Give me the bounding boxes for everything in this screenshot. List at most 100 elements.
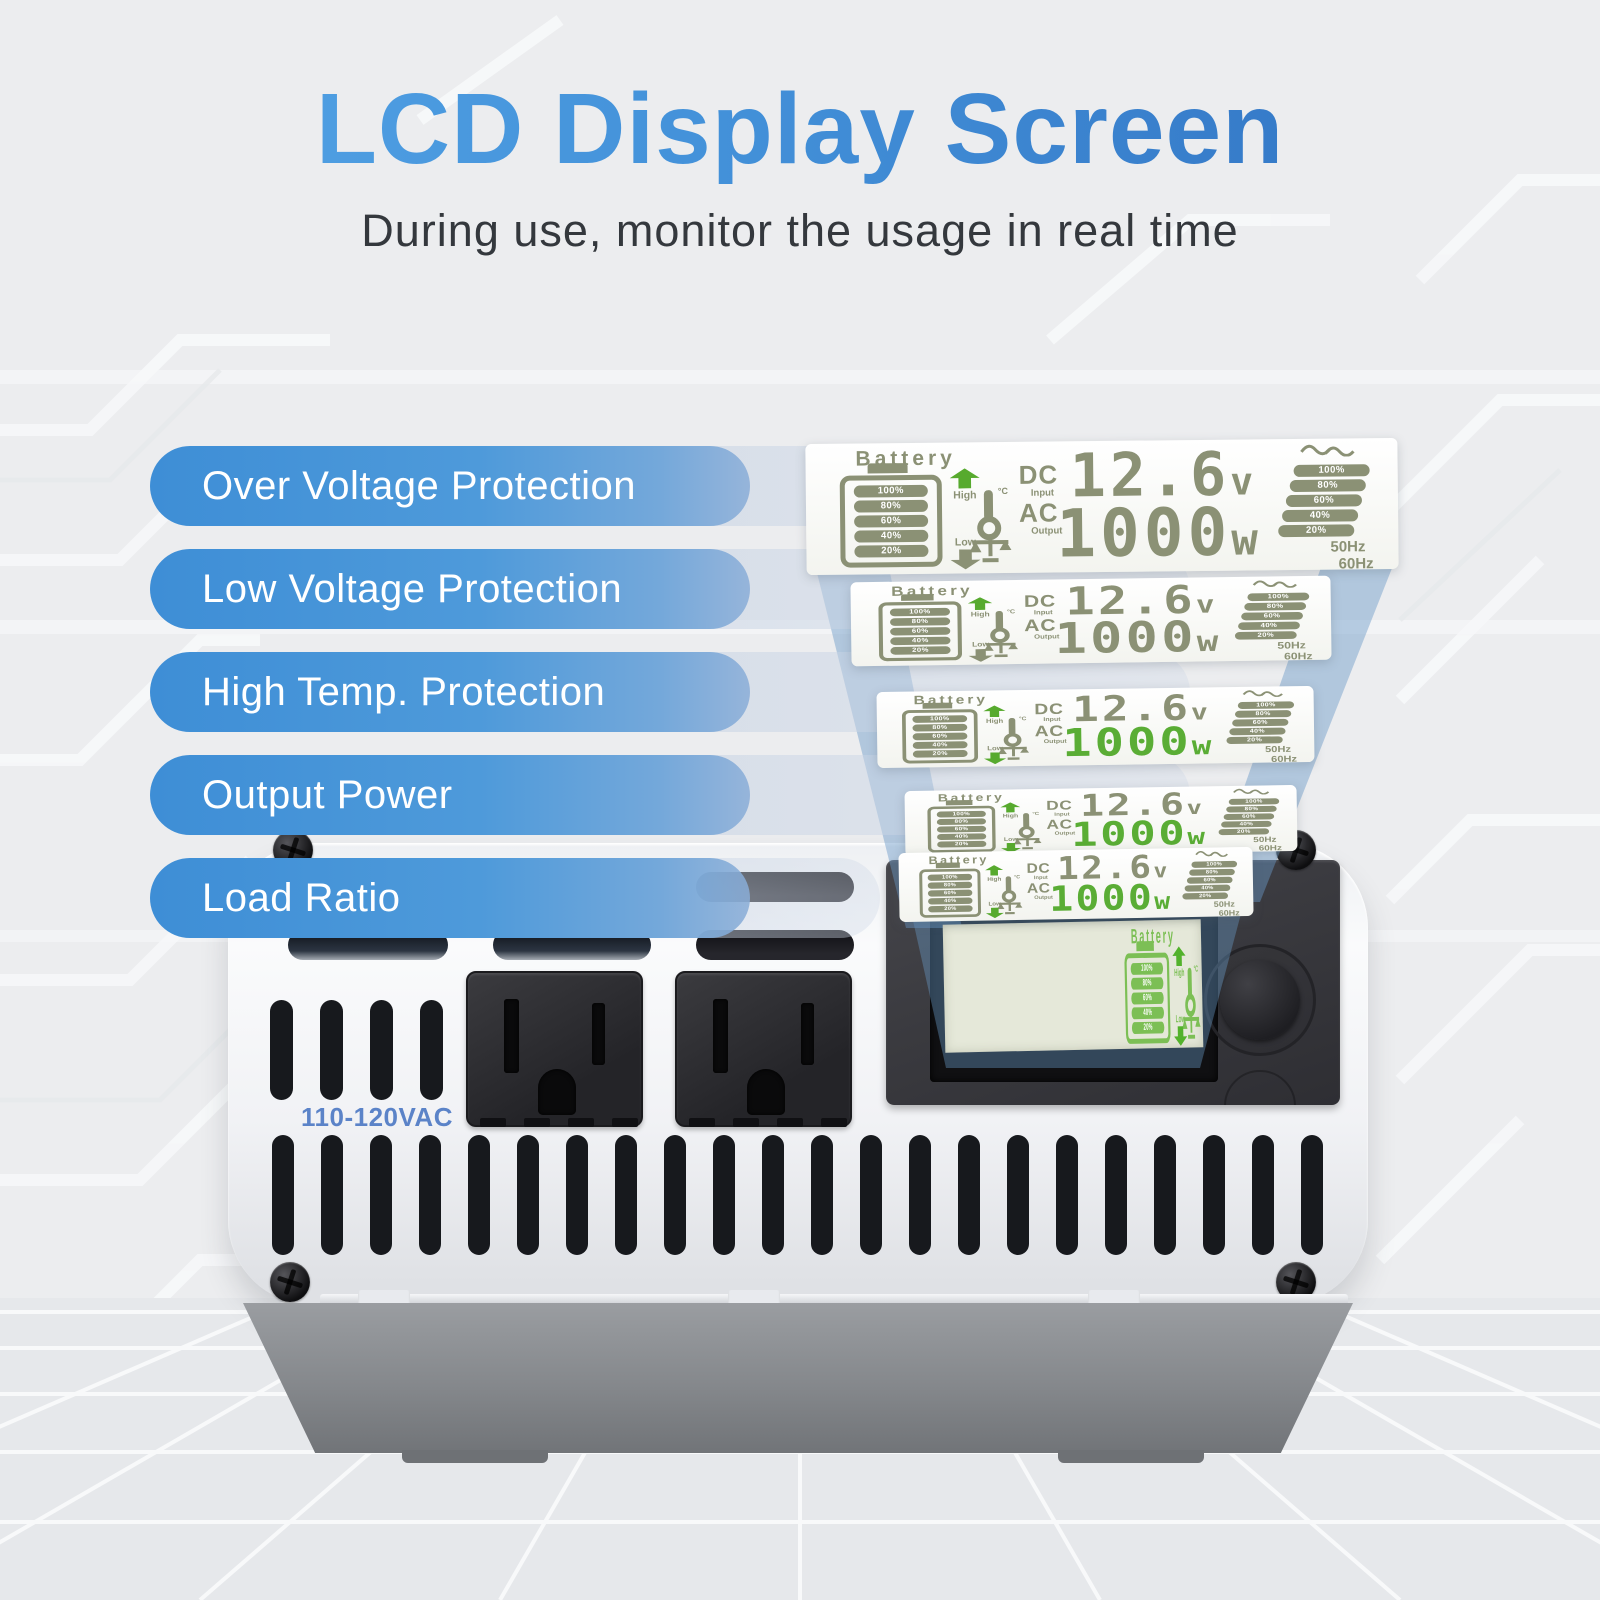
vent-slot <box>321 1135 343 1255</box>
lcd-face: Battery 100% 80% 60% 40% 20% High °C Low… <box>898 847 1253 921</box>
battery-level-bar: 60% <box>912 732 968 741</box>
load-level-bar: 40% <box>1282 509 1359 523</box>
load-level-bar: 100% <box>1191 860 1238 868</box>
arrow-up-icon <box>1000 802 1020 812</box>
vent-slot <box>1056 1135 1078 1255</box>
vent-slot <box>811 1135 833 1255</box>
sine-wave-icon <box>1242 687 1309 700</box>
vent-slot <box>468 1135 490 1255</box>
dc-input-label: DC Input <box>1026 859 1051 881</box>
load-ratio-column: 100% 80% 60% 40% 20% 50Hz 60Hz <box>1182 848 1250 918</box>
battery-icon: 100% 80% 60% 40% 20% <box>839 474 943 568</box>
page-subtitle: During use, monitor the usage in real ti… <box>361 205 1239 256</box>
vent-slot <box>566 1135 588 1255</box>
battery-level-bar: 80% <box>853 499 929 513</box>
load-level-bar: 20% <box>1234 631 1297 640</box>
load-scale-icon <box>996 899 1024 918</box>
low-indicator: Low <box>968 641 993 662</box>
vent-slot <box>909 1135 931 1255</box>
battery-level-bar: 100% <box>912 715 968 723</box>
ground-hole <box>747 1069 785 1115</box>
battery-level-bar: 100% <box>1130 962 1164 975</box>
load-scale-icon <box>997 743 1031 764</box>
load-level-bar: 80% <box>1234 710 1292 718</box>
dc-input-label: DC Input <box>1046 797 1073 818</box>
vent-slot <box>517 1135 539 1255</box>
battery-icon: 100% 80% 60% 40% 20% <box>1124 952 1171 1045</box>
lcd-face: Battery 100% 80% 60% 40% 20% High °C Low… <box>1109 919 1203 1050</box>
load-scale-icon <box>968 534 1014 569</box>
load-scale-icon <box>983 639 1021 662</box>
power-button <box>1220 960 1300 1040</box>
arrow-down-icon <box>968 649 993 662</box>
load-level-bar: 80% <box>1226 805 1277 813</box>
feature-pill-output-power: Output Power <box>150 755 750 835</box>
vent-slot <box>419 1135 441 1255</box>
load-level-bar: 100% <box>1237 701 1295 710</box>
freq-60hz-label: 60Hz <box>1338 555 1374 573</box>
arrow-down-icon <box>1174 1026 1188 1046</box>
battery-level-bars: 100% 80% 60% 40% 20% <box>922 871 978 915</box>
load-level-bar: 20% <box>1226 736 1283 745</box>
battery-cap-icon <box>867 463 908 474</box>
arrow-up-icon <box>983 705 1005 717</box>
battery-cap-icon <box>901 593 934 601</box>
battery-icon: 100% 80% 60% 40% 20% <box>927 805 996 853</box>
sine-wave-icon <box>1195 848 1249 860</box>
battery-level-bars: 100% 80% 60% 40% 20% <box>882 605 958 659</box>
battery-icon: 100% 80% 60% 40% 20% <box>878 601 963 662</box>
lcd-face: Battery 100% 80% 60% 40% 20% High °C Low… <box>805 438 1396 574</box>
low-indicator: Low <box>950 536 980 569</box>
arrow-down-icon <box>950 549 980 569</box>
load-level-bars: 100% 80% 60% 40% 20% <box>1218 798 1293 836</box>
dc-input-label: DC Input <box>1023 591 1057 617</box>
load-level-bars: 100% 80% 60% 40% 20% <box>1234 592 1326 640</box>
low-indicator: Low <box>1174 1013 1188 1046</box>
load-level-bar: 40% <box>1221 820 1272 828</box>
lcd-layer-5: Battery 100% 80% 60% 40% 20% High °C Low… <box>898 846 1254 923</box>
feature-pill-load-ratio: Load Ratio <box>150 858 750 938</box>
load-level-bar: 80% <box>1189 868 1235 876</box>
load-level-bar: 20% <box>1182 892 1229 900</box>
sine-wave-icon <box>1252 577 1325 591</box>
side-vent-group <box>270 1000 443 1100</box>
vent-slot <box>1203 1135 1225 1255</box>
battery-level-bar: 40% <box>912 741 968 749</box>
freq-50hz-label: 50Hz <box>1330 538 1366 556</box>
battery-level-bar: 20% <box>912 749 968 758</box>
battery-level-bar: 60% <box>854 514 929 528</box>
base-foot <box>402 1450 548 1463</box>
bottom-vent-group <box>272 1135 1323 1255</box>
load-level-bar: 20% <box>1218 828 1270 836</box>
vent-slot <box>615 1135 637 1255</box>
vent-slot <box>664 1135 686 1255</box>
battery-level-bar: 40% <box>854 529 929 543</box>
load-level-bar: 40% <box>1229 727 1286 736</box>
base-foot <box>1058 1450 1204 1463</box>
lcd-layer-2: Battery 100% 80% 60% 40% 20% High °C Low… <box>850 575 1332 667</box>
load-ratio-column: 100% 80% 60% 40% 20% 50Hz 60Hz <box>1218 786 1293 853</box>
arrow-up-icon <box>968 597 993 610</box>
battery-level-bar: 60% <box>1131 992 1164 1005</box>
battery-level-bar: 100% <box>927 873 973 881</box>
ac-outlet-1 <box>466 971 643 1127</box>
load-level-bar: 100% <box>1247 592 1310 602</box>
battery-level-bars: 100% 80% 60% 40% 20% <box>845 480 938 563</box>
load-ratio-column: 100% 80% 60% 40% 20% 50Hz 60Hz <box>1234 577 1326 663</box>
battery-level-bar: 40% <box>1131 1006 1165 1020</box>
battery-level-bar: 20% <box>890 646 951 655</box>
battery-cap-icon <box>935 862 960 869</box>
sine-wave-icon <box>1299 440 1389 462</box>
arrow-down-icon <box>984 752 1006 764</box>
vent-slot <box>1252 1135 1274 1255</box>
vent-slot <box>1105 1135 1127 1255</box>
feature-pill-over-voltage: Over Voltage Protection <box>150 446 750 526</box>
dc-input-label: DC Input <box>1018 459 1059 499</box>
freq-60hz-label: 60Hz <box>1218 908 1240 918</box>
battery-level-bar: 100% <box>853 484 928 498</box>
battery-level-bar: 80% <box>936 818 987 826</box>
battery-level-bars: 100% 80% 60% 40% 20% <box>931 808 993 850</box>
